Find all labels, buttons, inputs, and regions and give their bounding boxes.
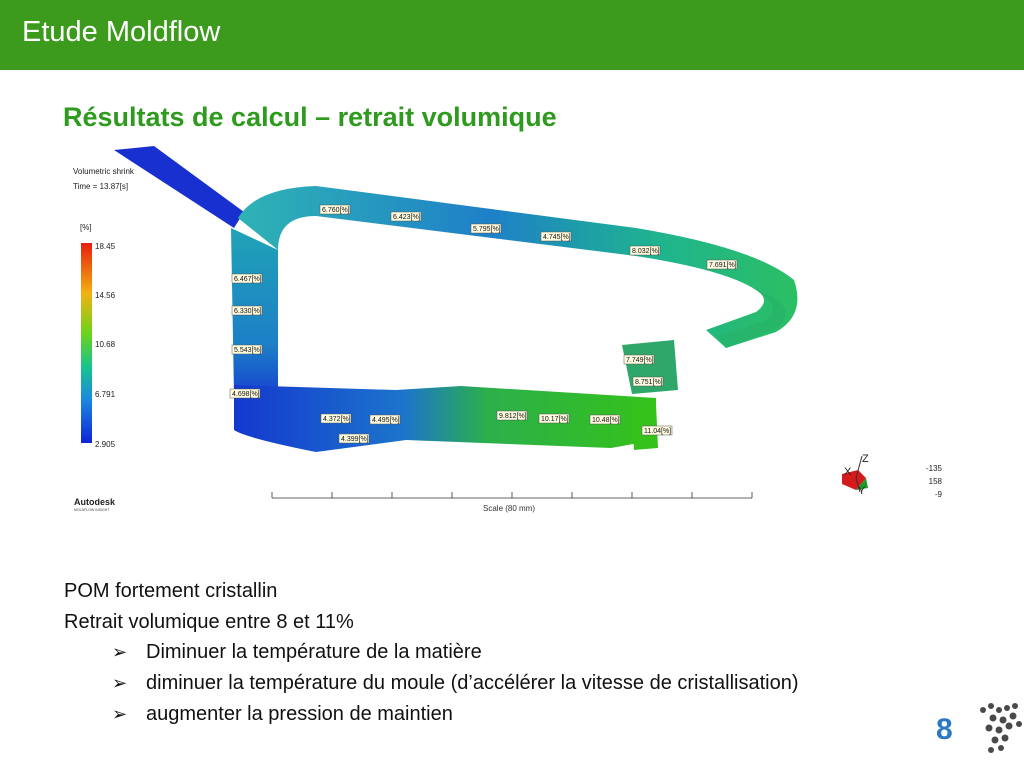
probe-label: 6.330[%] — [234, 308, 262, 315]
probe-label: 7.749[%] — [626, 357, 654, 364]
probe-label: 10.48[%] — [592, 417, 620, 424]
header-bar: Etude Moldflow — [0, 0, 1024, 70]
probe-label: 6.760[%] — [322, 207, 350, 214]
orientation-triad-icon — [842, 455, 868, 493]
result-type-label: Volumetric shrink — [73, 167, 135, 176]
slide-title: Etude Moldflow — [22, 16, 221, 48]
legend-value-min: 2.905 — [95, 440, 116, 449]
arrow-bullet-icon: ➢ — [112, 642, 128, 662]
list-item: ➢ augmenter la pression de maintien — [112, 699, 799, 730]
bullet-text: augmenter la pression de maintien — [146, 703, 453, 725]
probe-label: 8.032[%] — [632, 248, 660, 255]
probe-label: 7.691[%] — [709, 262, 737, 269]
arrow-bullet-icon: ➢ — [112, 673, 128, 693]
probe-label: 6.423[%] — [393, 214, 421, 221]
bullet-text: diminuer la température du moule (d’accé… — [146, 672, 799, 694]
probe-label: 6.467[%] — [234, 276, 262, 283]
probe-label: 4.745[%] — [543, 234, 571, 241]
rotation-angle-1: -135 — [926, 464, 943, 473]
legend-value-max: 18.45 — [95, 242, 116, 251]
moldflow-result-view: Volumetric shrink Time = 13.87[s] [%] 18… — [73, 146, 943, 513]
probe-label: 11.04[%] — [644, 428, 671, 435]
axis-label-x: X — [844, 466, 852, 478]
bullet-text: Diminuer la température de la matière — [146, 641, 482, 663]
probe-label: 4.698[%] — [232, 391, 260, 398]
color-legend-bar — [81, 243, 92, 443]
slide-subtitle: Résultats de calcul – retrait volumique — [63, 102, 557, 132]
company-logo-icon — [980, 703, 1022, 753]
scale-label: Scale (80 mm) — [483, 504, 535, 513]
rotation-angle-3: -9 — [935, 490, 943, 499]
arrow-bullet-icon: ➢ — [112, 704, 128, 724]
axis-label-y: Y — [858, 485, 866, 497]
legend-value-2: 14.56 — [95, 291, 116, 300]
probe-label: 4.495[%] — [372, 417, 400, 424]
list-item: ➢ diminuer la température du moule (d’ac… — [112, 668, 799, 699]
axis-label-z: Z — [862, 453, 869, 465]
bullet-list: ➢ Diminuer la température de la matière … — [112, 637, 799, 730]
probe-label: 4.372[%] — [323, 416, 351, 423]
part-model — [114, 146, 798, 452]
page-number: 8 — [936, 713, 953, 746]
list-item: ➢ Diminuer la température de la matière — [112, 637, 799, 668]
probe-label: 10.17[%] — [541, 416, 569, 423]
legend-value-4: 6.791 — [95, 390, 116, 399]
probe-label: 4.399[%] — [341, 436, 369, 443]
body-text: POM fortement cristallin Retrait volumiq… — [64, 576, 354, 638]
body-line-1: POM fortement cristallin — [64, 580, 278, 602]
probe-label: 9.812[%] — [499, 413, 527, 420]
autodesk-product: MOLDFLOW INSIGHT — [74, 508, 110, 512]
rotation-angle-2: 158 — [929, 477, 943, 486]
time-label: Time = 13.87[s] — [73, 182, 128, 191]
autodesk-logo: Autodesk — [74, 497, 116, 507]
probe-label: 5.543[%] — [234, 347, 262, 354]
legend-unit: [%] — [80, 223, 92, 232]
probe-label: 8.751[%] — [635, 379, 663, 386]
scale-bar — [271, 492, 753, 499]
body-line-2: Retrait volumique entre 8 et 11% — [64, 611, 354, 633]
probe-label: 5.795[%] — [473, 226, 501, 233]
legend-value-3: 10.68 — [95, 340, 116, 349]
